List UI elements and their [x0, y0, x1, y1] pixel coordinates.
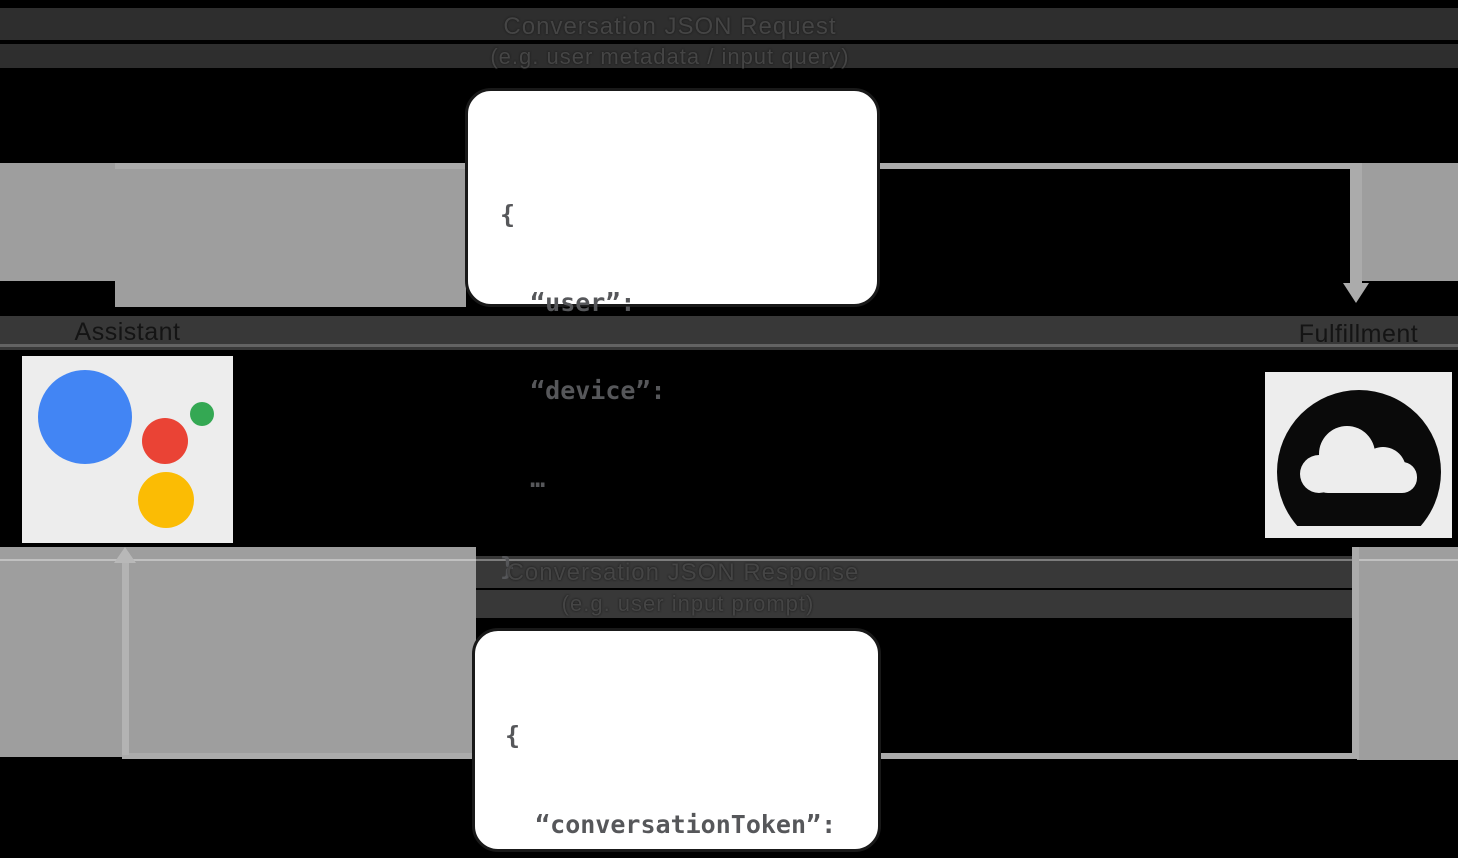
request-title: Conversation JSON Request	[503, 13, 837, 40]
assistant-label: Assistant	[74, 318, 181, 346]
code-line: {	[500, 200, 516, 229]
response-panel-left	[0, 547, 476, 757]
response-code: { “conversationToken”: “userStorage”: … …	[505, 662, 836, 858]
code-line: “device”:	[500, 376, 666, 405]
response-title: Conversation JSON Response	[506, 559, 860, 586]
band-request-title	[0, 8, 1458, 40]
response-arrow-line-vertical-left	[122, 561, 129, 755]
fulfillment-tile	[1265, 372, 1452, 538]
code-line: “user”:	[500, 288, 636, 317]
request-arrow-line-vertical	[1350, 163, 1362, 283]
request-code-box	[465, 88, 880, 307]
code-line: …	[500, 464, 546, 493]
assistant-yellow-circle	[138, 472, 194, 528]
response-arrowhead-icon	[114, 547, 136, 563]
fulfillment-label: Fulfillment	[1298, 320, 1419, 348]
band-request-subtitle	[0, 44, 1458, 68]
cloud-icon	[1277, 390, 1441, 526]
request-panel-left-step	[115, 281, 466, 307]
request-panel-right	[1350, 163, 1458, 281]
assistant-tile	[22, 356, 233, 543]
request-subtitle: (e.g. user metadata / input query)	[490, 44, 850, 69]
artifact-line	[0, 559, 1458, 561]
assistant-red-circle	[142, 418, 188, 464]
response-panel-right	[1357, 547, 1458, 760]
response-subtitle: (e.g. user input prompt)	[561, 591, 815, 616]
request-arrowhead-icon	[1343, 283, 1369, 303]
code-line: }	[500, 552, 516, 581]
request-code: { “user”: “device”: … }	[500, 142, 666, 640]
artifact-line	[0, 344, 1458, 347]
response-code-box	[472, 628, 881, 852]
assistant-green-circle	[190, 402, 214, 426]
request-panel-left	[0, 163, 466, 281]
response-arrow-line-vertical-right	[1352, 547, 1359, 758]
code-line: {	[505, 721, 521, 750]
assistant-blue-circle	[38, 370, 132, 464]
code-line: “conversationToken”:	[505, 810, 837, 839]
